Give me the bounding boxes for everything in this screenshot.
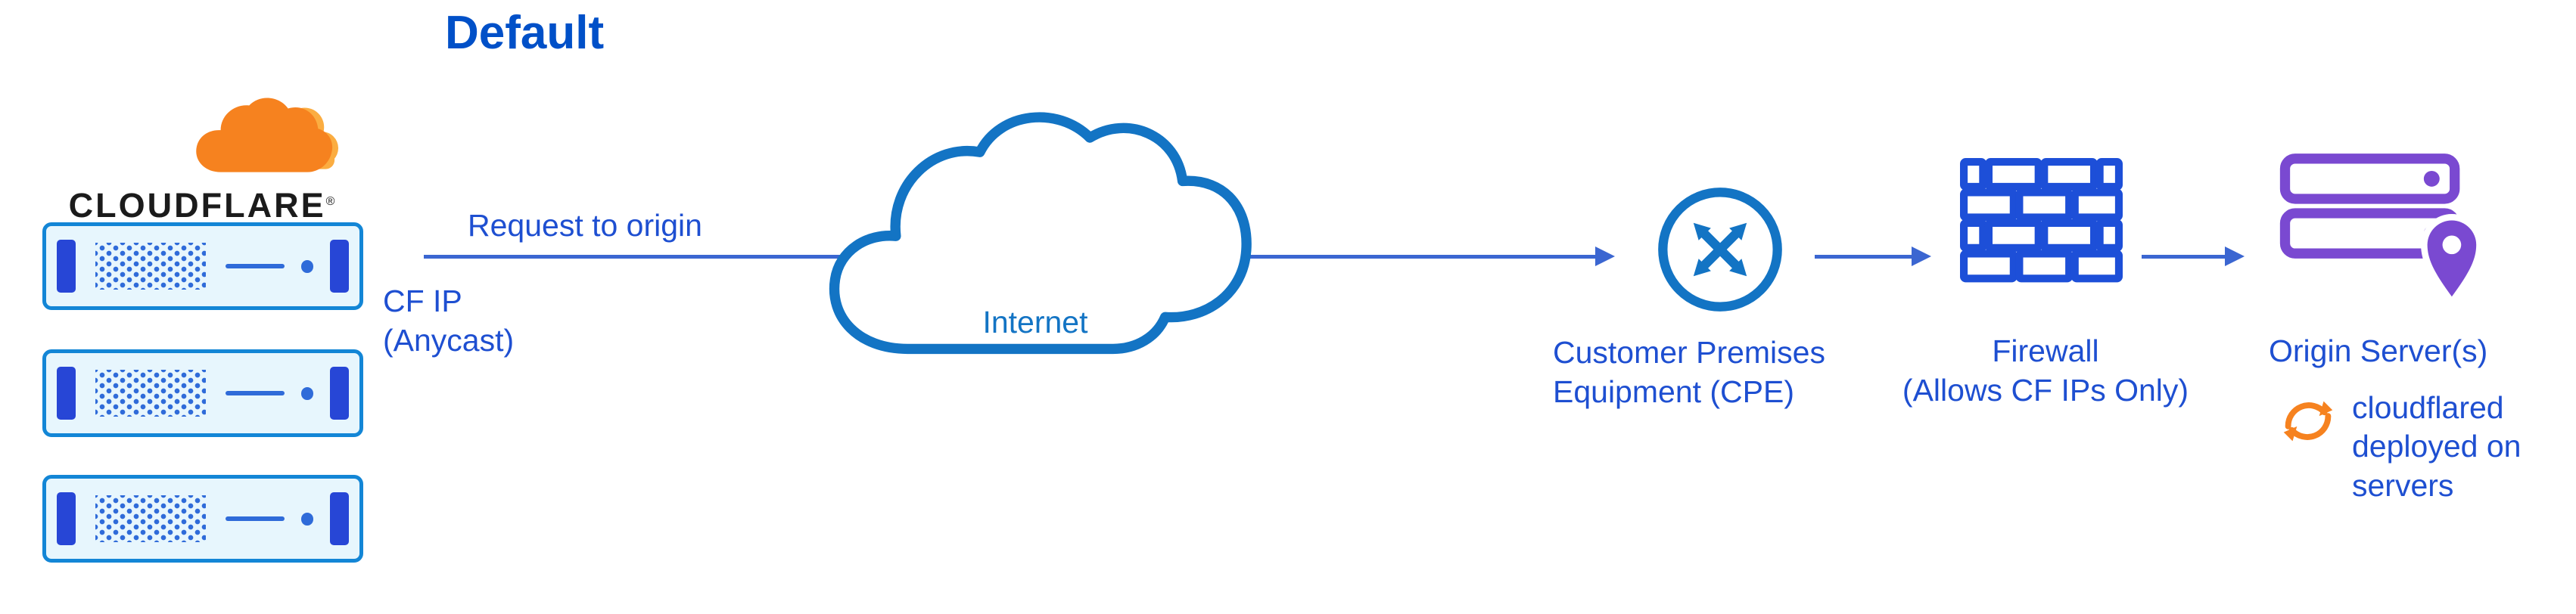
server-power-led	[300, 386, 313, 400]
server-left-bracket	[57, 240, 76, 293]
cloudflare-wordmark: CLOUDFLARE®	[44, 186, 362, 225]
server-vents	[95, 243, 207, 290]
edge-server-icon	[42, 222, 363, 310]
arrow-line-cpe-to-firewall	[1815, 255, 1912, 259]
firewall-brick-icon	[1960, 157, 2123, 283]
server-vents	[95, 495, 207, 542]
cloudflare-logo-icon	[196, 98, 339, 172]
origin-servers-icon	[2279, 154, 2483, 305]
server-right-bracket	[329, 367, 349, 420]
internet-label: Internet	[982, 305, 1088, 340]
cf-ip-anycast-label: CF IP (Anycast)	[383, 284, 515, 358]
cloudflared-sync-icon	[2283, 401, 2333, 442]
server-left-bracket	[57, 492, 76, 545]
server-power-led	[300, 259, 313, 273]
server-slot	[226, 391, 285, 395]
cloudflare-wordmark-text: CLOUDFLARE	[68, 186, 326, 225]
request-to-origin-label: Request to origin	[468, 208, 702, 243]
edge-server-icon	[42, 475, 363, 563]
cpe-label: Customer Premises Equipment (CPE)	[1553, 335, 1825, 410]
cpe-router-icon	[1658, 188, 1782, 312]
internet-cloud-icon	[829, 112, 1252, 355]
arrow-line-firewall-to-origin	[2142, 255, 2225, 259]
registered-trademark-symbol: ®	[325, 195, 338, 208]
origin-servers-label: Origin Server(s)	[2269, 333, 2488, 368]
server-left-bracket	[57, 367, 76, 420]
arrow-head-cpe-to-firewall	[1912, 247, 1931, 266]
diagram-title: Default	[445, 7, 605, 59]
server-power-led	[300, 512, 313, 526]
server-vents	[95, 370, 207, 417]
firewall-label: Firewall (Allows CF IPs Only)	[1902, 333, 2189, 408]
server-right-bracket	[329, 492, 349, 545]
server-slot	[226, 264, 285, 268]
arrow-head-firewall-to-origin	[2225, 247, 2245, 266]
cloudflared-note-label: cloudflared deployed on servers	[2352, 390, 2522, 503]
server-slot	[226, 516, 285, 521]
server-right-bracket	[329, 240, 349, 293]
arrow-head-edge-to-cpe	[1595, 247, 1615, 266]
edge-server-icon	[42, 349, 363, 437]
